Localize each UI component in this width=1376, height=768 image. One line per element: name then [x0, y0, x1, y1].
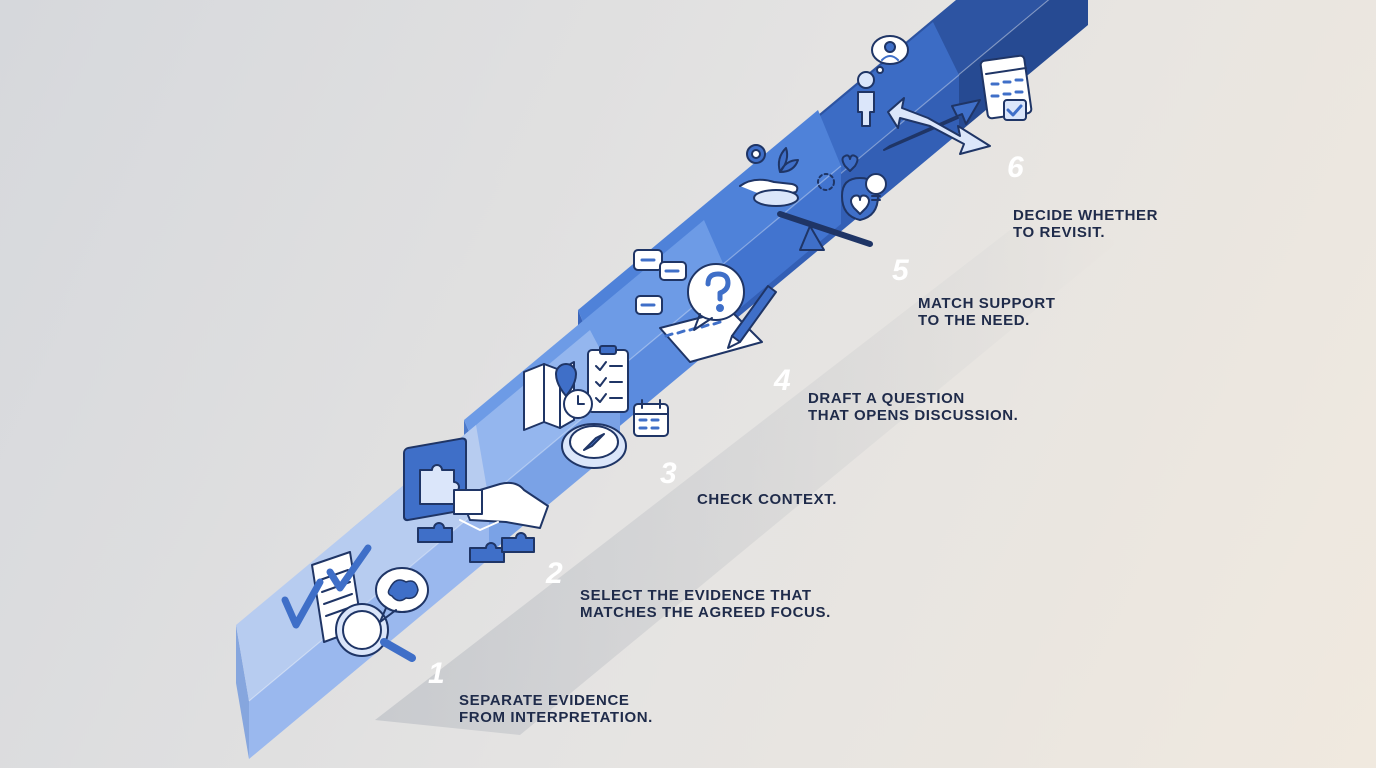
step-5-label: MATCH SUPPORT TO THE NEED.: [918, 295, 1056, 329]
step-3-number: 3: [660, 457, 677, 490]
step-3-label: CHECK CONTEXT.: [697, 491, 837, 508]
icons-layer: [281, 35, 1033, 662]
step-1-label: SEPARATE EVIDENCE FROM INTERPRETATION.: [459, 692, 653, 726]
step-1-label-line-2: FROM INTERPRETATION.: [459, 709, 653, 726]
step-4-label-line-2: THAT OPENS DISCUSSION.: [808, 407, 1019, 424]
document-magnifier-icon: [281, 544, 429, 662]
map-compass-icon: [523, 345, 669, 469]
question-notepad-icon: [633, 249, 777, 363]
step-6-label-line-2: TO REVISIT.: [1013, 224, 1106, 241]
step-5-label-line-2: TO THE NEED.: [918, 312, 1030, 329]
step-4-label: DRAFT A QUESTION THAT OPENS DISCUSSION.: [808, 390, 1018, 424]
step-4-number: 4: [773, 364, 791, 397]
puzzle-hand-icon: [403, 437, 549, 563]
step-5-label-line-1: MATCH SUPPORT: [918, 295, 1056, 312]
step-6-label-line-1: DECIDE WHETHER: [1013, 207, 1159, 224]
step-6-number: 6: [1007, 151, 1024, 184]
step-1-label-line-1: SEPARATE EVIDENCE: [459, 692, 630, 709]
step-1-side: [236, 625, 249, 759]
step-5-number: 5: [892, 254, 910, 287]
step-2-number: 2: [545, 557, 563, 590]
crossroads-calendar-icon: [857, 35, 1033, 155]
step-2-label-line-2: MATCHES THE AGREED FOCUS.: [580, 604, 831, 621]
step-2-label: SELECT THE EVIDENCE THAT MATCHES THE AGR…: [580, 587, 831, 621]
step-4-label-line-1: DRAFT A QUESTION: [808, 390, 965, 407]
stair-shadow: [375, 230, 1120, 735]
balance-scale-icon: [739, 144, 887, 251]
step-2-label-line-1: SELECT THE EVIDENCE THAT: [580, 587, 812, 604]
step-6-label: DECIDE WHETHER TO REVISIT.: [1013, 207, 1158, 241]
step-1-number: 1: [428, 657, 445, 690]
step-3-label-line-1: CHECK CONTEXT.: [697, 491, 838, 508]
